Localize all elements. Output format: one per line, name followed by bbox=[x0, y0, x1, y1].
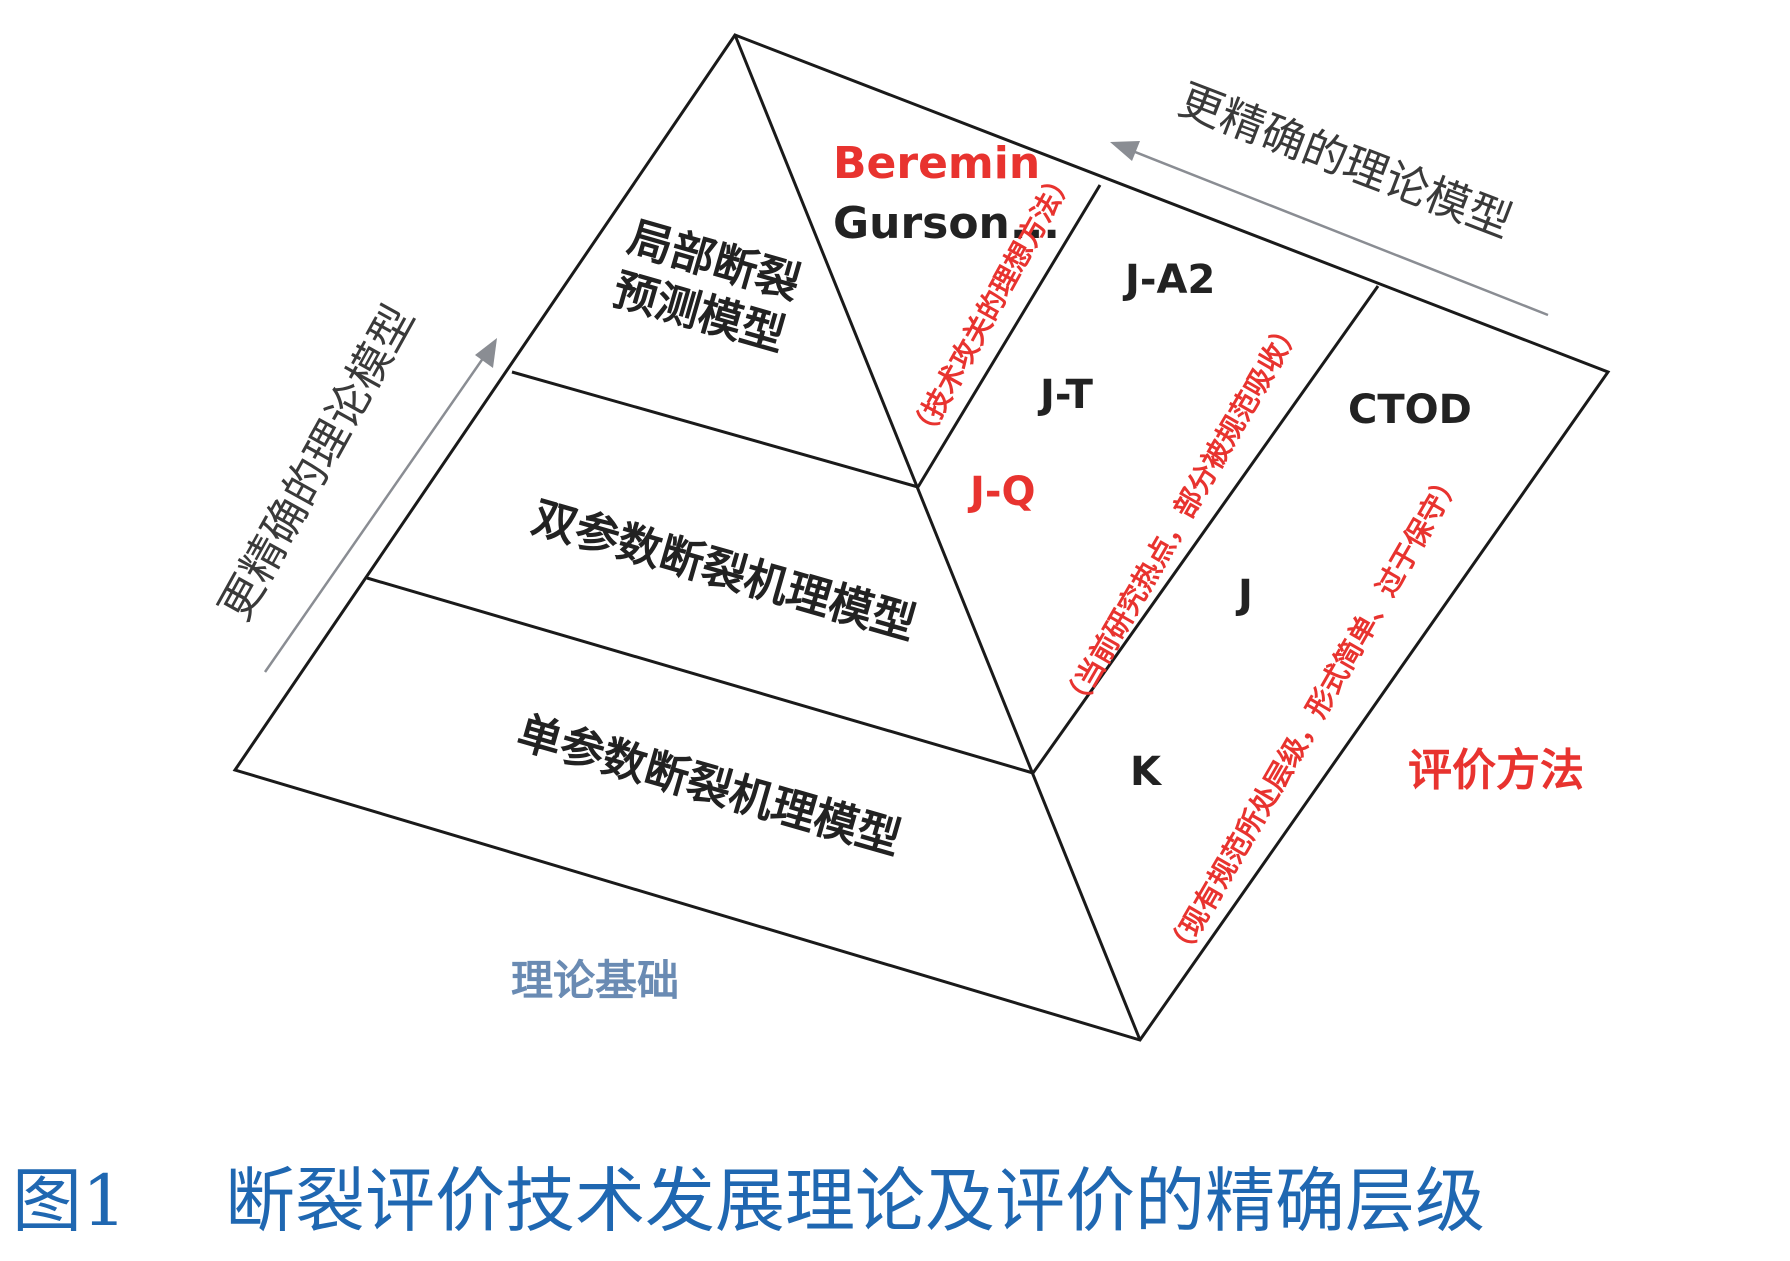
right-precision-arrow-shaft bbox=[1129, 148, 1549, 317]
j-q-label: J-Q bbox=[967, 469, 1036, 515]
evaluation-method-label: 评价方法 bbox=[1408, 745, 1584, 796]
right-precision-arrow-head bbox=[1110, 141, 1140, 161]
left-layer-divider-top bbox=[511, 370, 919, 489]
k-label: K bbox=[1130, 749, 1163, 795]
j-t-label: J-T bbox=[1037, 372, 1094, 418]
beremin-label: Beremin bbox=[833, 138, 1040, 189]
right-strip-divider-1 bbox=[916, 184, 1102, 488]
gurson-label: Gurson... bbox=[833, 198, 1060, 249]
figure-caption: 断裂评价技术发展理论及评价的精确层级 bbox=[225, 1160, 1485, 1242]
front-ridge-edge bbox=[733, 34, 1142, 1041]
j-label: J bbox=[1235, 572, 1253, 618]
left-precision-arrow-head bbox=[475, 338, 497, 368]
left-layer-divider-bottom bbox=[366, 576, 1034, 775]
left-precision-arrow-shaft bbox=[263, 353, 488, 673]
theory-basis-label: 理论基础 bbox=[511, 956, 679, 1005]
right-face bbox=[735, 35, 1608, 1040]
left-face bbox=[235, 35, 1140, 1040]
ctod-label: CTOD bbox=[1348, 387, 1472, 433]
right-strip-divider-2 bbox=[1031, 285, 1380, 774]
figure-number: 图1 bbox=[12, 1160, 127, 1242]
j-a2-label: J-A2 bbox=[1122, 257, 1215, 303]
